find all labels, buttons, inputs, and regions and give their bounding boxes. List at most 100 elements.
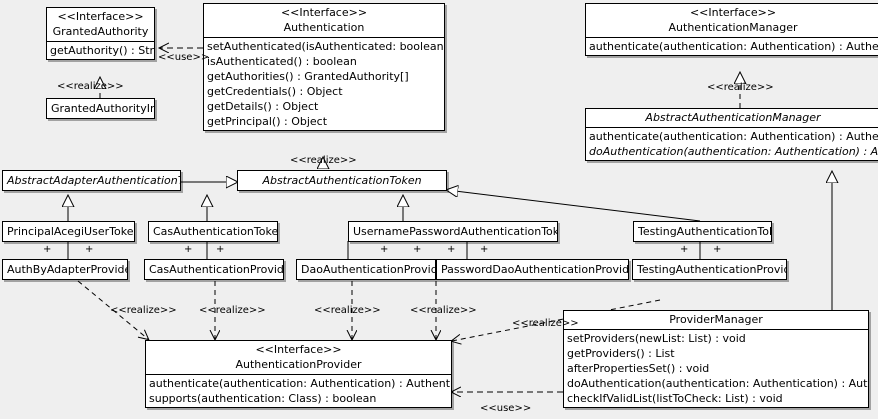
- class-name-label: DaoAuthenticationProvider: [301, 263, 436, 276]
- association-marker-plus: +: [680, 244, 689, 255]
- class-name-label: CasAuthenticationProvider: [149, 263, 284, 276]
- methods-compartment: setAuthenticated(isAuthenticated: boolea…: [204, 37, 444, 130]
- edge-label-realize-dao-authentication-provider: <<realize>>: [314, 305, 381, 316]
- edge-label-realize-granted-authority-impl: <<realize>>: [57, 81, 124, 92]
- method-item-abstract: doAuthentication(authentication: Authent…: [589, 145, 878, 158]
- class-header: CasAuthenticationProvider: [145, 260, 283, 279]
- class-header: DaoAuthenticationProvider: [297, 260, 435, 279]
- method-item: setAuthenticated(isAuthenticated: boolea…: [207, 40, 445, 53]
- class-header: <<Interface>> GrantedAuthority: [47, 8, 154, 41]
- class-name-label: ProviderManager: [669, 313, 763, 326]
- class-authentication-provider[interactable]: <<Interface>> AuthenticationProvider aut…: [145, 340, 452, 408]
- association-marker-plus: +: [480, 244, 489, 255]
- class-header: ProviderManager: [564, 311, 868, 329]
- class-provider-manager[interactable]: ProviderManager setProviders(newList: Li…: [563, 310, 869, 408]
- class-abstract-authentication-manager[interactable]: AbstractAuthenticationManager authentica…: [585, 108, 878, 161]
- edge-label-realize-testing-authentication-provider: <<realize>>: [512, 318, 579, 329]
- class-header: PasswordDaoAuthenticationProvider: [437, 260, 628, 279]
- methods-compartment: authenticate(authentication: Authenticat…: [586, 37, 878, 55]
- class-header: <<Interface>> AuthenticationProvider: [146, 341, 451, 374]
- class-cas-authentication-token[interactable]: CasAuthenticationToken: [148, 221, 278, 242]
- method-item: checkIfValidList(listToCheck: List) : vo…: [567, 392, 783, 405]
- method-item: isAuthenticated() : boolean: [207, 55, 357, 68]
- method-item: authenticate(authentication: Authenticat…: [589, 130, 878, 143]
- class-name-label: AbstractAdapterAuthenticationToken: [7, 174, 180, 187]
- method-item: afterPropertiesSet() : void: [567, 362, 710, 375]
- class-name-label: PasswordDaoAuthenticationProvider: [441, 263, 629, 276]
- class-name-label: CasAuthenticationToken: [153, 225, 278, 238]
- association-marker-plus: +: [85, 244, 94, 255]
- class-name-label: GrantedAuthority: [52, 25, 149, 38]
- class-header: GrantedAuthorityImpl: [47, 99, 154, 118]
- class-header: <<Interface>> AuthenticationManager: [586, 4, 878, 37]
- class-cas-authentication-provider[interactable]: CasAuthenticationProvider: [144, 259, 284, 280]
- class-auth-by-adapter-provider[interactable]: AuthByAdapterProvider: [2, 259, 128, 280]
- method-item: getAuthorities() : GrantedAuthority[]: [207, 70, 409, 83]
- class-authentication-manager[interactable]: <<Interface>> AuthenticationManager auth…: [585, 3, 878, 56]
- class-name-label: UsernamePasswordAuthenticationToken: [353, 225, 558, 238]
- class-name-label: GrantedAuthorityImpl: [51, 102, 154, 115]
- class-abstract-authentication-token[interactable]: AbstractAuthenticationToken: [237, 170, 447, 191]
- edge-label-realize-password-dao-authentication-provider: <<realize>>: [410, 305, 477, 316]
- class-principal-acegi-user-token[interactable]: PrincipalAcegiUserToken: [2, 221, 135, 242]
- methods-compartment: authenticate(authentication: Authenticat…: [586, 127, 878, 160]
- association-marker-plus: +: [413, 244, 422, 255]
- method-item: getPrincipal() : Object: [207, 115, 328, 128]
- edge-label-realize-authentication-manager: <<realize>>: [707, 82, 774, 93]
- method-item: getProviders() : List: [567, 347, 675, 360]
- method-item: authenticate(authentication: Authenticat…: [589, 40, 878, 53]
- association-marker-plus: +: [380, 244, 389, 255]
- class-testing-authentication-token[interactable]: TestingAuthenticationToken: [633, 221, 772, 242]
- class-dao-authentication-provider[interactable]: DaoAuthenticationProvider: [296, 259, 436, 280]
- class-name-label: PrincipalAcegiUserToken: [7, 225, 135, 238]
- edge-label-realize-abstract-authentication-token: <<realize>>: [290, 155, 357, 166]
- method-item: authenticate(authentication: Authenticat…: [149, 377, 451, 390]
- class-name-label: AbstractAuthenticationManager: [645, 111, 821, 124]
- class-testing-authentication-provider[interactable]: TestingAuthenticationProvider: [632, 259, 787, 280]
- class-header: TestingAuthenticationToken: [634, 222, 771, 241]
- class-password-dao-authentication-provider[interactable]: PasswordDaoAuthenticationProvider: [436, 259, 629, 280]
- class-name-label: AuthByAdapterProvider: [7, 263, 128, 276]
- association-marker-plus: +: [216, 244, 225, 255]
- methods-compartment: setProviders(newList: List) : void getPr…: [564, 329, 868, 407]
- class-header: AbstractAuthenticationManager: [586, 109, 878, 127]
- class-abstract-adapter-authentication-token[interactable]: AbstractAdapterAuthenticationToken: [2, 170, 181, 191]
- edge-label-realize-cas-authentication-provider: <<realize>>: [199, 305, 266, 316]
- class-name-label: AuthenticationManager: [668, 21, 798, 34]
- class-header: PrincipalAcegiUserToken: [3, 222, 134, 241]
- stereotype-label: <<Interface>>: [255, 343, 342, 356]
- class-granted-authority-impl[interactable]: GrantedAuthorityImpl: [46, 98, 155, 119]
- association-marker-plus: +: [43, 244, 52, 255]
- class-header: TestingAuthenticationProvider: [633, 260, 786, 279]
- class-granted-authority[interactable]: <<Interface>> GrantedAuthority getAuthor…: [46, 7, 155, 60]
- method-item: getCredentials() : Object: [207, 85, 343, 98]
- method-item: supports(authentication: Class) : boolea…: [149, 392, 377, 405]
- association-marker-plus: +: [184, 244, 193, 255]
- method-item: doAuthentication(authentication: Authent…: [567, 377, 868, 390]
- edge-label-use-provider-manager: <<use>>: [480, 403, 532, 414]
- association-marker-plus: +: [713, 244, 722, 255]
- class-name-label: TestingAuthenticationToken: [638, 225, 771, 238]
- class-header: AbstractAuthenticationToken: [238, 171, 446, 190]
- class-username-password-authentication-token[interactable]: UsernamePasswordAuthenticationToken: [348, 221, 558, 242]
- method-item: getAuthority() : String: [50, 44, 155, 57]
- stereotype-label: <<Interface>>: [280, 6, 368, 19]
- class-header: CasAuthenticationToken: [149, 222, 277, 241]
- stereotype-label: <<Interface>>: [57, 10, 144, 23]
- class-authentication[interactable]: <<Interface>> Authentication setAuthenti…: [203, 3, 445, 131]
- edge-label-realize-auth-by-adapter-provider: <<realize>>: [110, 305, 177, 316]
- method-item: setProviders(newList: List) : void: [567, 332, 746, 345]
- class-header: AbstractAdapterAuthenticationToken: [3, 171, 180, 190]
- stereotype-label: <<Interface>>: [689, 6, 777, 19]
- methods-compartment: authenticate(authentication: Authenticat…: [146, 374, 451, 407]
- class-name-label: Authentication: [283, 21, 365, 34]
- association-marker-plus: +: [447, 244, 456, 255]
- class-header: AuthByAdapterProvider: [3, 260, 127, 279]
- class-header: UsernamePasswordAuthenticationToken: [349, 222, 557, 241]
- class-header: <<Interface>> Authentication: [204, 4, 444, 37]
- class-name-label: AuthenticationProvider: [235, 358, 362, 371]
- edge-label-use-granted-authority: <<use>>: [158, 52, 210, 63]
- class-name-label: TestingAuthenticationProvider: [637, 263, 787, 276]
- class-name-label: AbstractAuthenticationToken: [262, 174, 422, 187]
